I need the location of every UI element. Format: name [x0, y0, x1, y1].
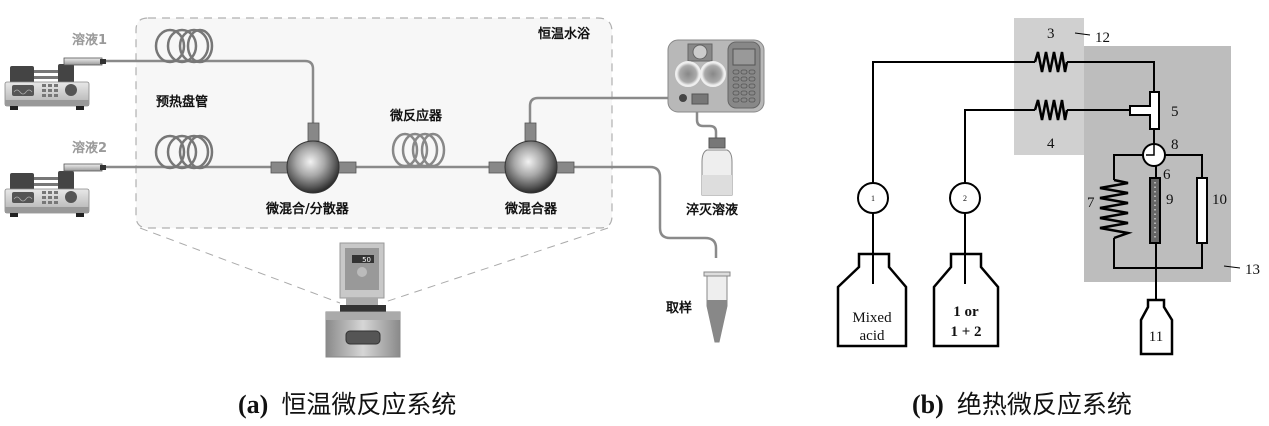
preheat-zone-12 — [1014, 18, 1084, 155]
projection-line-left — [139, 227, 341, 304]
tee-mixer-5 — [1129, 91, 1160, 130]
water-bath-label: 恒温水浴 — [538, 26, 591, 42]
caption-b: (b) 绝热微反应系统 — [912, 390, 1132, 419]
quench-bottle — [701, 137, 733, 196]
label-10: 10 — [1212, 192, 1227, 208]
caption-b-text: 绝热微反应系统 — [957, 390, 1132, 419]
thermostatic-bath-device: 50 — [325, 242, 401, 358]
panel-b: 1 2 Mixed acid 1 or 1 + 2 11 3 4 5 6 7 8… — [836, 18, 1260, 419]
heat-exchanger-3 — [1033, 51, 1069, 73]
caption-a-prefix: (a) — [238, 390, 268, 419]
syringe-pump-1 — [4, 57, 106, 110]
caption-b-prefix: (b) — [912, 390, 944, 419]
sample-tube — [703, 271, 731, 343]
bottle-1-line1: Mixed — [852, 310, 892, 326]
bottle-mixed-acid — [836, 252, 908, 348]
bath-display-value: 50 — [362, 256, 371, 264]
heat-exchanger-4 — [1033, 99, 1069, 121]
bottle-2-line1: 1 or — [953, 304, 979, 320]
micro-reactor-coil — [391, 132, 446, 168]
pump-2-number: 2 — [963, 194, 967, 203]
sampling-label: 取样 — [666, 300, 692, 316]
water-bath-region — [135, 17, 613, 229]
panel-a: 50 溶液1 溶液2 预热盘管 恒温水浴 微反应器 微混合/分散器 微混合器 淬… — [4, 17, 765, 419]
label-3: 3 — [1047, 26, 1055, 42]
bottle-2-line2: 1 + 2 — [950, 324, 981, 340]
bottle-feed-2 — [932, 252, 1000, 348]
label-5: 5 — [1171, 104, 1179, 120]
micro-reactor-label: 微反应器 — [389, 108, 443, 124]
solution-2-label: 溶液2 — [72, 140, 107, 156]
caption-a: (a) 恒温微反应系统 — [238, 390, 456, 419]
caption-a-text: 恒温微反应系统 — [281, 390, 456, 419]
label-9: 9 — [1166, 192, 1174, 208]
coil-7 — [1099, 178, 1133, 240]
preheat-coil-1 — [154, 28, 214, 64]
syringe-pump-2 — [4, 163, 106, 217]
label-6: 6 — [1163, 167, 1171, 183]
micro-mixer-label: 微混合器 — [504, 201, 558, 217]
quench-solution-label: 淬灭溶液 — [686, 202, 738, 218]
label-8: 8 — [1171, 137, 1179, 153]
mixer-disperser-label: 微混合/分散器 — [265, 201, 350, 217]
projection-line-right — [381, 227, 609, 304]
micro-mixer-disperser — [270, 122, 357, 194]
label-13: 13 — [1245, 262, 1260, 278]
label-4: 4 — [1047, 136, 1055, 152]
solution-1-label: 溶液1 — [72, 32, 107, 48]
tube-reactor-10 — [1196, 177, 1208, 244]
label-7: 7 — [1087, 195, 1095, 211]
pump-1-number: 1 — [871, 194, 875, 203]
micro-mixer — [488, 122, 575, 194]
label-11: 11 — [1149, 329, 1163, 345]
preheat-coil-label: 预热盘管 — [156, 94, 208, 110]
collection-bottle-11 — [1139, 298, 1174, 356]
bottle-1-line2: acid — [860, 328, 885, 344]
peristaltic-pump — [667, 39, 765, 113]
preheat-coil-2 — [154, 134, 214, 170]
label-12: 12 — [1095, 30, 1110, 46]
